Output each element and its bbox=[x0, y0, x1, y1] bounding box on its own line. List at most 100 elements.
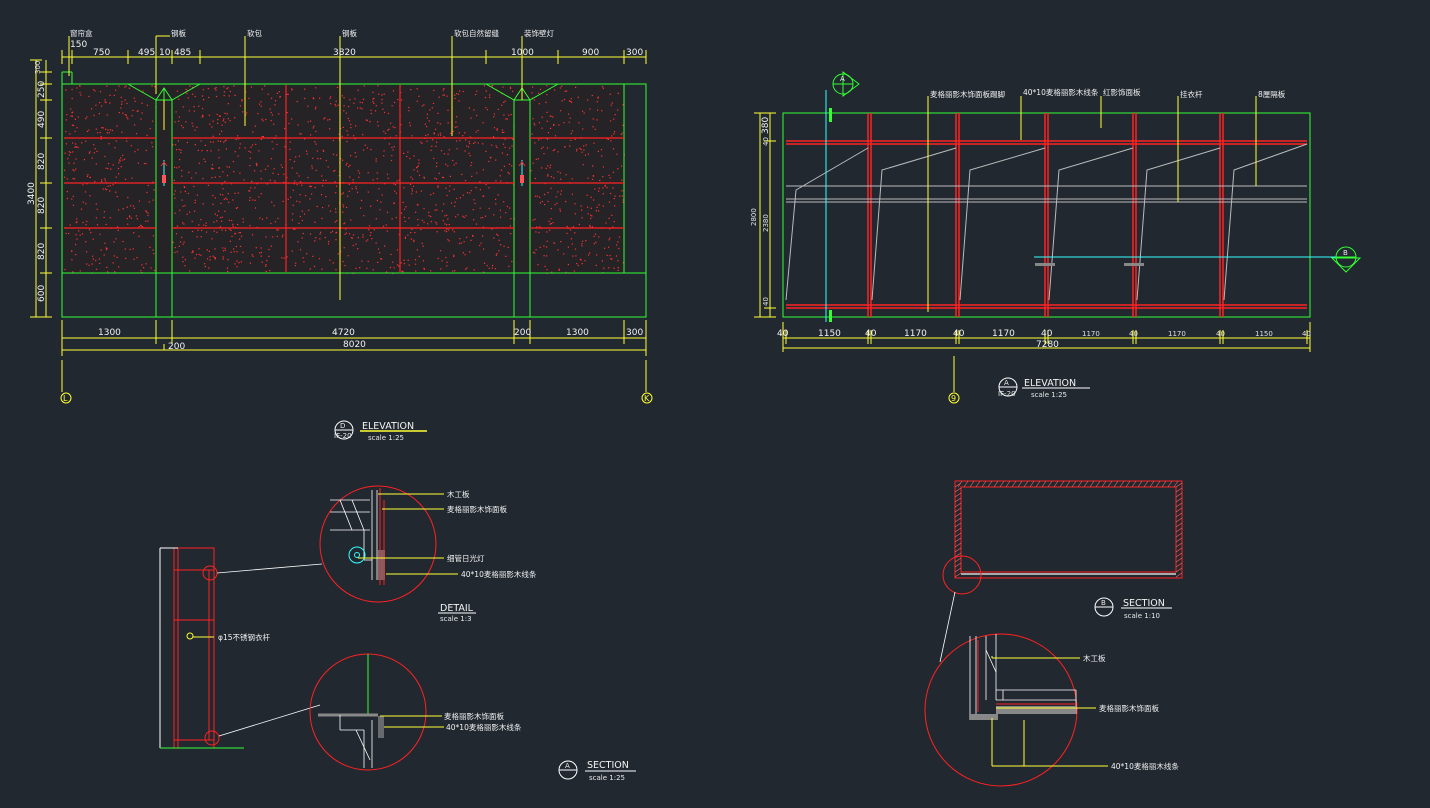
section-marker-a: A bbox=[832, 71, 860, 97]
marker-ref-a: IF-20 bbox=[998, 390, 1016, 398]
label-red-veneer: 红影饰面板 bbox=[1103, 87, 1141, 97]
dim-left-300: 300 bbox=[34, 61, 42, 74]
dim-a-left-40b: 40 bbox=[762, 297, 770, 306]
dim-a-bot-40a: 40 bbox=[777, 329, 789, 339]
dim-left-490: 490 bbox=[37, 111, 47, 128]
title-block-section-a: A SECTION scale 1:25 bbox=[558, 760, 636, 782]
label-wood-strip: 40*10麦格丽影木线条 bbox=[1023, 87, 1099, 97]
label-section-b-veneer: 麦格丽影木饰面板 bbox=[1099, 703, 1159, 713]
label-curtain-box: 窗帘盒 bbox=[70, 28, 93, 38]
marker-letter-a: A bbox=[1004, 379, 1009, 387]
dim-a-bot-40d: 40 bbox=[1041, 329, 1053, 339]
label-shelf: 8厘隔板 bbox=[1258, 89, 1286, 99]
scale-section-b: scale 1:10 bbox=[1124, 612, 1160, 620]
title-detail: DETAIL bbox=[440, 603, 474, 614]
dim-left-3400: 3400 bbox=[27, 182, 37, 205]
elevation-d: 窗帘盒 钢板 软包 钢板 软包自然留缝 装饰壁灯 150 750 495 10 … bbox=[27, 28, 653, 442]
dim-a-total: 7280 bbox=[1036, 340, 1059, 350]
title-section-b: SECTION bbox=[1123, 598, 1165, 609]
label-detail-plywood: 木工板 bbox=[447, 489, 470, 499]
title-elevation-d: ELEVATION bbox=[362, 421, 414, 432]
dim-a-bot-1150a: 1150 bbox=[818, 329, 841, 339]
detail-circle-top bbox=[319, 485, 437, 603]
dim-top-3820: 3820 bbox=[333, 48, 356, 58]
wall-lamp-left bbox=[160, 160, 168, 186]
dim-a-left-380: 380 bbox=[761, 117, 771, 134]
axis-label-9: 9 bbox=[951, 394, 956, 403]
dim-top-10: 10 bbox=[159, 48, 171, 58]
title-block-d: D IF-20 ELEVATION scale 1:25 bbox=[334, 420, 427, 442]
scale-a: scale 1:25 bbox=[1031, 391, 1067, 399]
fabric-texture bbox=[64, 85, 625, 275]
title-block-a: A IF-20 ELEVATION scale 1:25 bbox=[998, 377, 1090, 399]
axis-label-k: K bbox=[644, 394, 650, 403]
dim-a-bot-40e: 40 bbox=[1129, 330, 1138, 338]
section-letter-a: A bbox=[840, 75, 845, 83]
dim-left-820b: 820 bbox=[37, 197, 47, 214]
dim-left-820a: 820 bbox=[37, 153, 47, 170]
scale-d: scale 1:25 bbox=[368, 434, 404, 442]
label-section-b-plywood: 木工板 bbox=[1083, 653, 1106, 663]
dim-a-bot-40b: 40 bbox=[865, 329, 877, 339]
section-b-detail-circle bbox=[924, 633, 1078, 787]
label-detail-strip-2: 40*10麦格丽影木线条 bbox=[446, 722, 522, 732]
scale-section-a: scale 1:25 bbox=[589, 774, 625, 782]
dim-a-bot-40c: 40 bbox=[953, 329, 965, 339]
marker-letter-section-b: B bbox=[1101, 599, 1106, 607]
title-section-a: SECTION bbox=[587, 760, 629, 771]
label-skirting: 麦格丽影木饰面板踢脚 bbox=[930, 89, 1005, 99]
dim-a-bot-1170b: 1170 bbox=[992, 329, 1015, 339]
label-hanging-rod: 挂衣杆 bbox=[1180, 89, 1203, 99]
section-marker-b: B bbox=[1330, 246, 1362, 273]
dim-a-bot-1170a: 1170 bbox=[904, 329, 927, 339]
dim-left-820c: 820 bbox=[37, 243, 47, 260]
dim-a-bot-40f: 40 bbox=[1216, 330, 1225, 338]
scale-detail: scale 1:3 bbox=[440, 615, 472, 623]
dim-top-150: 150 bbox=[70, 40, 87, 50]
section-a: φ15不锈钢衣杆 A SECTION scale 1:25 bbox=[159, 547, 636, 782]
dim-a-bot-1150b: 1150 bbox=[1255, 330, 1273, 338]
dim-bot2-8020: 8020 bbox=[343, 340, 366, 350]
label-steel-rod: φ15不锈钢衣杆 bbox=[218, 632, 270, 642]
dim-top-495: 495 bbox=[138, 48, 155, 58]
dim-bot-1300b: 1300 bbox=[566, 328, 589, 338]
label-detail-strip: 40*10麦格丽影木线条 bbox=[461, 569, 537, 579]
dim-top-1000: 1000 bbox=[511, 48, 534, 58]
elevation-d-frame bbox=[61, 83, 647, 318]
label-steel-plate-1: 钢板 bbox=[171, 28, 186, 38]
label-detail-veneer-2: 麦格丽影木饰面板 bbox=[444, 711, 504, 721]
label-detail-veneer: 麦格丽影木饰面板 bbox=[447, 504, 507, 514]
dim-top-300: 300 bbox=[626, 48, 643, 58]
dim-a-bot-1170d: 1170 bbox=[1168, 330, 1186, 338]
dim-top-485: 485 bbox=[174, 48, 191, 58]
axis-label-l: L bbox=[63, 394, 68, 403]
label-soft-pack-gap: 软包自然留缝 bbox=[454, 28, 499, 38]
section-letter-b: B bbox=[1343, 249, 1348, 257]
dim-bot-200: 200 bbox=[514, 328, 531, 338]
soft-panel-area bbox=[64, 85, 624, 273]
dim-bot-4720: 4720 bbox=[332, 328, 355, 338]
dim-left-600: 600 bbox=[37, 285, 47, 302]
dim-top-900: 900 bbox=[582, 48, 599, 58]
label-detail-tube-light: 细管日光灯 bbox=[447, 553, 485, 563]
label-wall-lamp: 装饰壁灯 bbox=[524, 28, 554, 38]
wall-lamp-right bbox=[518, 160, 526, 186]
dim-top-750: 750 bbox=[93, 48, 110, 58]
title-elevation-a: ELEVATION bbox=[1024, 378, 1076, 389]
marker-letter-d: D bbox=[340, 422, 345, 430]
dim-bot2-200: 200 bbox=[168, 342, 185, 352]
dim-bot-300: 300 bbox=[626, 328, 643, 338]
dim-a-left-2380: 2380 bbox=[762, 214, 770, 232]
dim-a-bot-1170c: 1170 bbox=[1082, 330, 1100, 338]
dim-bot-1300a: 1300 bbox=[98, 328, 121, 338]
label-steel-plate-2: 钢板 bbox=[342, 28, 357, 38]
dim-left-250: 250 bbox=[37, 81, 47, 98]
dim-a-left-2800: 2800 bbox=[750, 208, 758, 226]
elevation-a: A B 麦格丽影木饰面板踢脚 40*10麦格丽影木线条 红影饰面板 挂衣杆 8厘… bbox=[750, 71, 1362, 404]
label-soft-pack: 软包 bbox=[247, 28, 262, 38]
marker-ref-d: IF-20 bbox=[334, 432, 352, 440]
elevation-a-frame bbox=[782, 112, 1311, 318]
dim-a-left-40: 40 bbox=[762, 137, 770, 146]
detail: 木工板 麦格丽影木饰面板 细管日光灯 40*10麦格丽影木线条 DETAIL s… bbox=[309, 485, 537, 771]
